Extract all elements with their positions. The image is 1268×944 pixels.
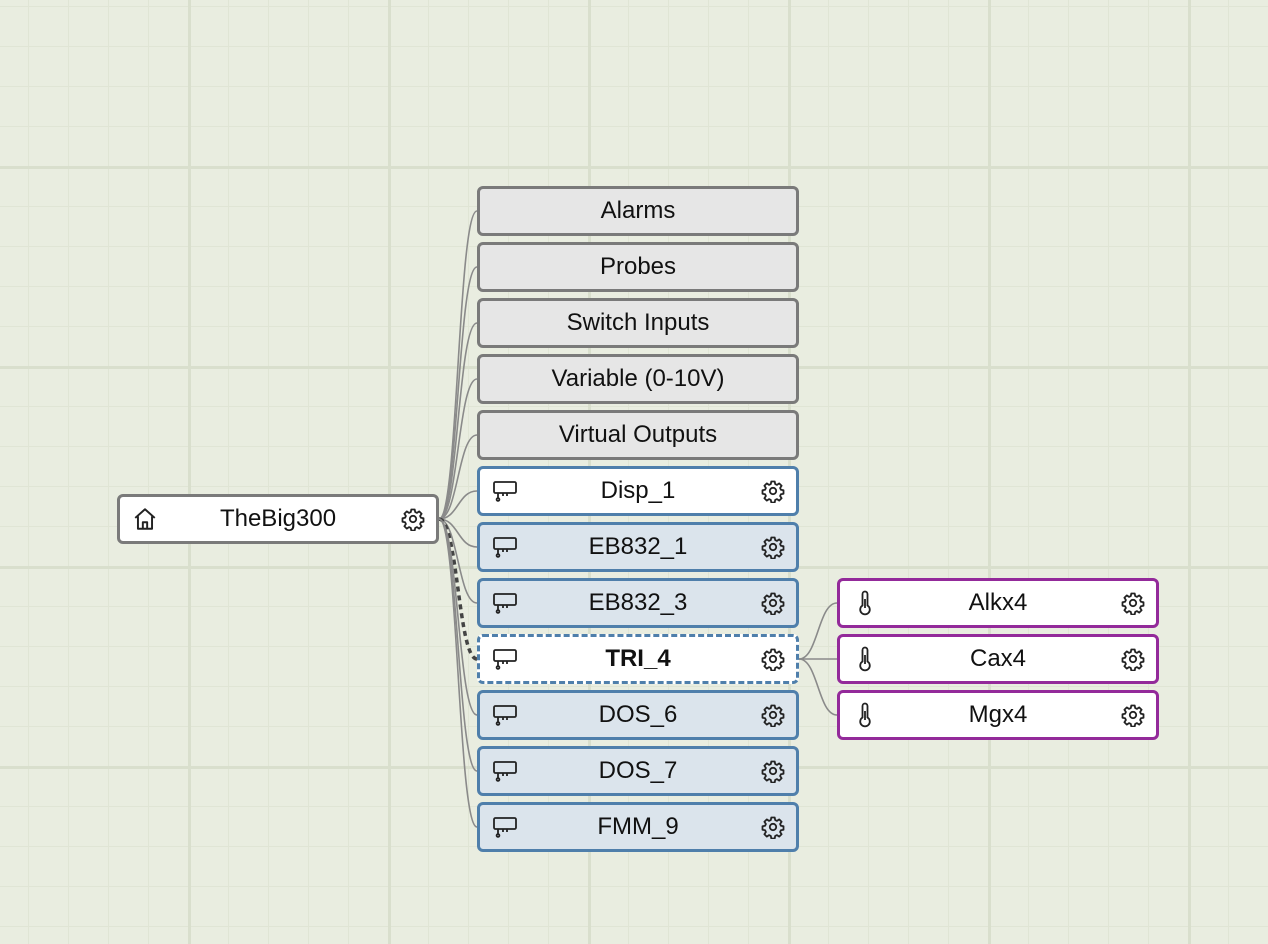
group-node-label: Switch Inputs <box>566 309 710 336</box>
group-node-probes[interactable]: Probes <box>477 242 799 292</box>
thermometer-icon <box>850 644 880 674</box>
gear-icon[interactable] <box>760 646 786 672</box>
group-node-label: Alarms <box>600 197 676 224</box>
device-node-disp-1[interactable]: Disp_1 <box>477 466 799 516</box>
connection-line <box>438 518 478 772</box>
connection-line <box>438 518 478 828</box>
root-node-label: TheBig300 <box>219 505 337 532</box>
probe-connection-line <box>798 658 838 716</box>
device-node-dos-6[interactable]: DOS_6 <box>477 690 799 740</box>
probe-node-cax4[interactable]: Cax4 <box>837 634 1159 684</box>
probe-node-label: Alkx4 <box>968 589 1028 616</box>
thermometer-icon <box>850 588 880 618</box>
gear-icon[interactable] <box>760 478 786 504</box>
module-icon <box>490 588 520 618</box>
gear-icon[interactable] <box>1120 646 1146 672</box>
probe-node-label: Cax4 <box>969 645 1027 672</box>
device-node-eb832-3[interactable]: EB832_3 <box>477 578 799 628</box>
active-connection-line <box>438 517 478 661</box>
group-node-switch-inputs[interactable]: Switch Inputs <box>477 298 799 348</box>
group-node-label: Probes <box>599 253 677 280</box>
group-node-label: Virtual Outputs <box>558 421 718 448</box>
group-node-label: Variable (0-10V) <box>551 365 725 392</box>
gear-icon[interactable] <box>760 590 786 616</box>
module-icon <box>490 756 520 786</box>
connection-line <box>438 210 478 520</box>
device-node-dos-7[interactable]: DOS_7 <box>477 746 799 796</box>
connection-line <box>438 518 478 716</box>
device-node-eb832-1[interactable]: EB832_1 <box>477 522 799 572</box>
device-node-tri-4[interactable]: TRI_4 <box>477 634 799 684</box>
gear-icon[interactable] <box>1120 702 1146 728</box>
thermometer-icon <box>850 700 880 730</box>
device-node-label: DOS_6 <box>598 701 678 728</box>
connection-line <box>438 490 478 520</box>
module-icon <box>490 644 520 674</box>
group-node-variable[interactable]: Variable (0-10V) <box>477 354 799 404</box>
connection-line <box>438 378 478 520</box>
connection-line <box>438 518 478 604</box>
module-icon <box>490 700 520 730</box>
probe-node-label: Mgx4 <box>968 701 1028 728</box>
home-icon <box>130 504 160 534</box>
gear-icon[interactable] <box>400 506 426 532</box>
gear-icon[interactable] <box>760 534 786 560</box>
device-node-label: FMM_9 <box>597 813 679 840</box>
device-node-label: DOS_7 <box>598 757 678 784</box>
connection-line <box>438 322 478 520</box>
module-icon <box>490 532 520 562</box>
device-node-label: EB832_1 <box>588 533 688 560</box>
gear-icon[interactable] <box>1120 590 1146 616</box>
device-node-label: TRI_4 <box>605 645 671 672</box>
connection-line <box>438 518 478 548</box>
probe-connection-line <box>798 602 838 660</box>
connection-line <box>438 266 478 520</box>
gear-icon[interactable] <box>760 758 786 784</box>
device-node-fmm-9[interactable]: FMM_9 <box>477 802 799 852</box>
probe-node-mgx4[interactable]: Mgx4 <box>837 690 1159 740</box>
probe-node-alkx4[interactable]: Alkx4 <box>837 578 1159 628</box>
module-icon <box>490 812 520 842</box>
module-icon <box>490 476 520 506</box>
group-node-alarms[interactable]: Alarms <box>477 186 799 236</box>
connection-line <box>438 434 478 520</box>
gear-icon[interactable] <box>760 814 786 840</box>
gear-icon[interactable] <box>760 702 786 728</box>
device-node-label: Disp_1 <box>600 477 676 504</box>
group-node-virtual-outputs[interactable]: Virtual Outputs <box>477 410 799 460</box>
root-node-thebig300[interactable]: TheBig300 <box>117 494 439 544</box>
device-node-label: EB832_3 <box>588 589 688 616</box>
